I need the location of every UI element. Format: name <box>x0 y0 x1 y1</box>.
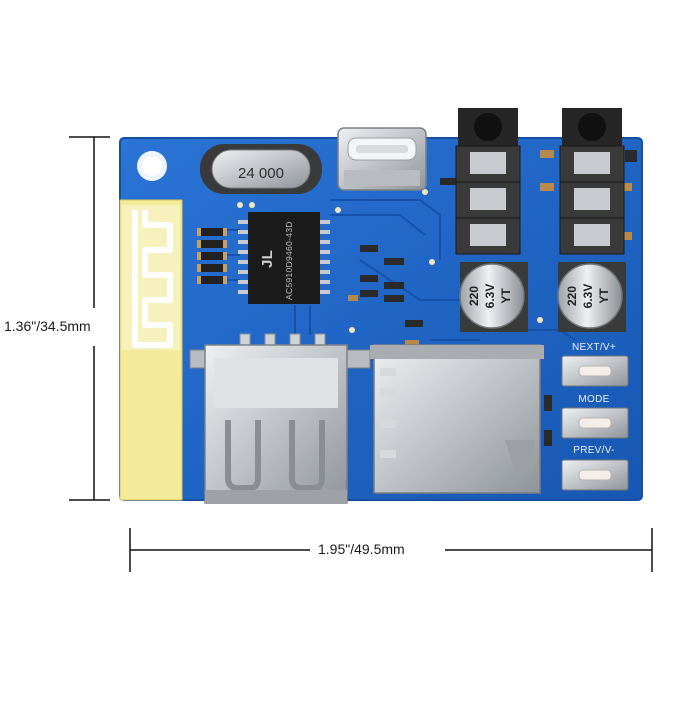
chip-logo: JL <box>259 250 276 268</box>
audio-jack-left <box>455 108 521 255</box>
prev-button-label: PREV/V- <box>573 445 615 456</box>
mode-button[interactable] <box>561 407 629 439</box>
usb-port-icon <box>225 420 325 491</box>
usb-a-port <box>189 344 371 504</box>
prev-button[interactable] <box>561 459 629 491</box>
height-label: 1.36"/34.5mm <box>4 318 91 334</box>
button-area: NEXT/V+ MODE PREV/V- <box>561 342 629 491</box>
chip-marking: AC5910D9460-43D <box>284 221 294 300</box>
audio-chip: JL AC5910D9460-43D <box>238 212 330 304</box>
mode-button-label: MODE <box>578 394 609 405</box>
micro-usb-port-icon <box>356 145 408 153</box>
capacitor-left: 220 6.3V YT <box>459 262 528 332</box>
audio-jack-right <box>559 108 625 255</box>
width-label: 1.95"/49.5mm <box>318 541 405 557</box>
capacitor-left-voltage: 6.3V <box>483 284 497 309</box>
capacitor-right-series: YT <box>597 288 611 304</box>
crystal-marking: 24 000 <box>238 165 284 182</box>
capacitor-right-voltage: 6.3V <box>581 284 595 309</box>
micro-usb-port <box>337 127 427 191</box>
capacitor-right: 220 6.3V YT <box>557 262 626 332</box>
crystal-oscillator: 24 000 <box>200 144 322 194</box>
bluetooth-antenna <box>119 199 183 501</box>
height-dimension-line <box>69 136 110 501</box>
capacitor-left-value: 220 <box>467 286 481 306</box>
next-button-label: NEXT/V+ <box>572 342 616 353</box>
next-button[interactable] <box>561 355 629 387</box>
capacitor-right-value: 220 <box>565 286 579 306</box>
capacitor-left-series: YT <box>499 288 513 304</box>
antenna-trace-icon <box>132 210 173 348</box>
sd-slot-icon <box>505 440 535 470</box>
sd-card-slot <box>370 344 544 494</box>
width-dimension-line <box>129 528 653 572</box>
